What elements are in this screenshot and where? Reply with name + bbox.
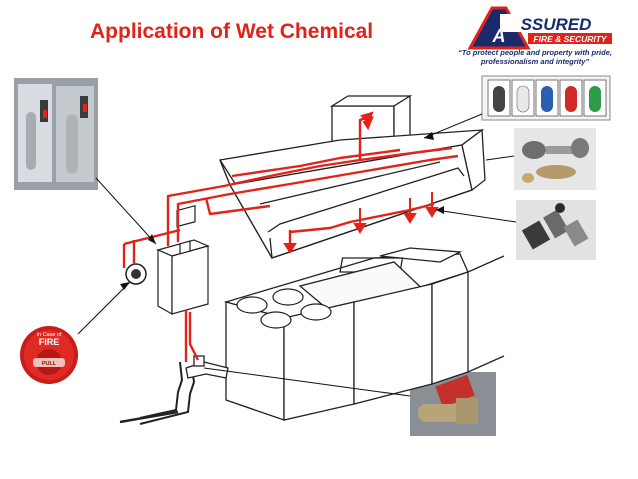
callout-lines — [77, 113, 517, 397]
gas-valve-photo — [410, 372, 496, 436]
pull-station-label-2: FIRE — [39, 337, 60, 347]
control-panel — [156, 204, 210, 316]
pull-station-label-3: PULL — [42, 361, 57, 367]
brand-name: SSURED — [521, 15, 592, 34]
range-burners — [236, 288, 332, 329]
page-title: Application of Wet Chemical — [90, 20, 374, 43]
nozzle-caps-photo — [481, 75, 611, 121]
nozzle-photo — [516, 200, 596, 260]
brand-logo: A SSURED FIRE & SECURITY — [467, 6, 612, 50]
agent-cylinders-photo — [14, 78, 98, 190]
discharge-nozzles — [283, 111, 439, 254]
pressure-gauge — [125, 263, 147, 285]
brand-tagline: “To protect people and property with pri… — [458, 48, 612, 66]
exhaust-hood — [219, 94, 486, 259]
cooking-line — [223, 247, 505, 421]
manual-pull-station-photo: In Case of FIRE PULL — [20, 326, 78, 384]
brand-subname: FIRE & SECURITY — [533, 34, 608, 44]
fittings-photo — [514, 128, 596, 190]
gas-line — [119, 355, 229, 425]
callout-arrowheads — [120, 132, 444, 290]
pull-station-label-1: In Case of — [36, 332, 62, 338]
